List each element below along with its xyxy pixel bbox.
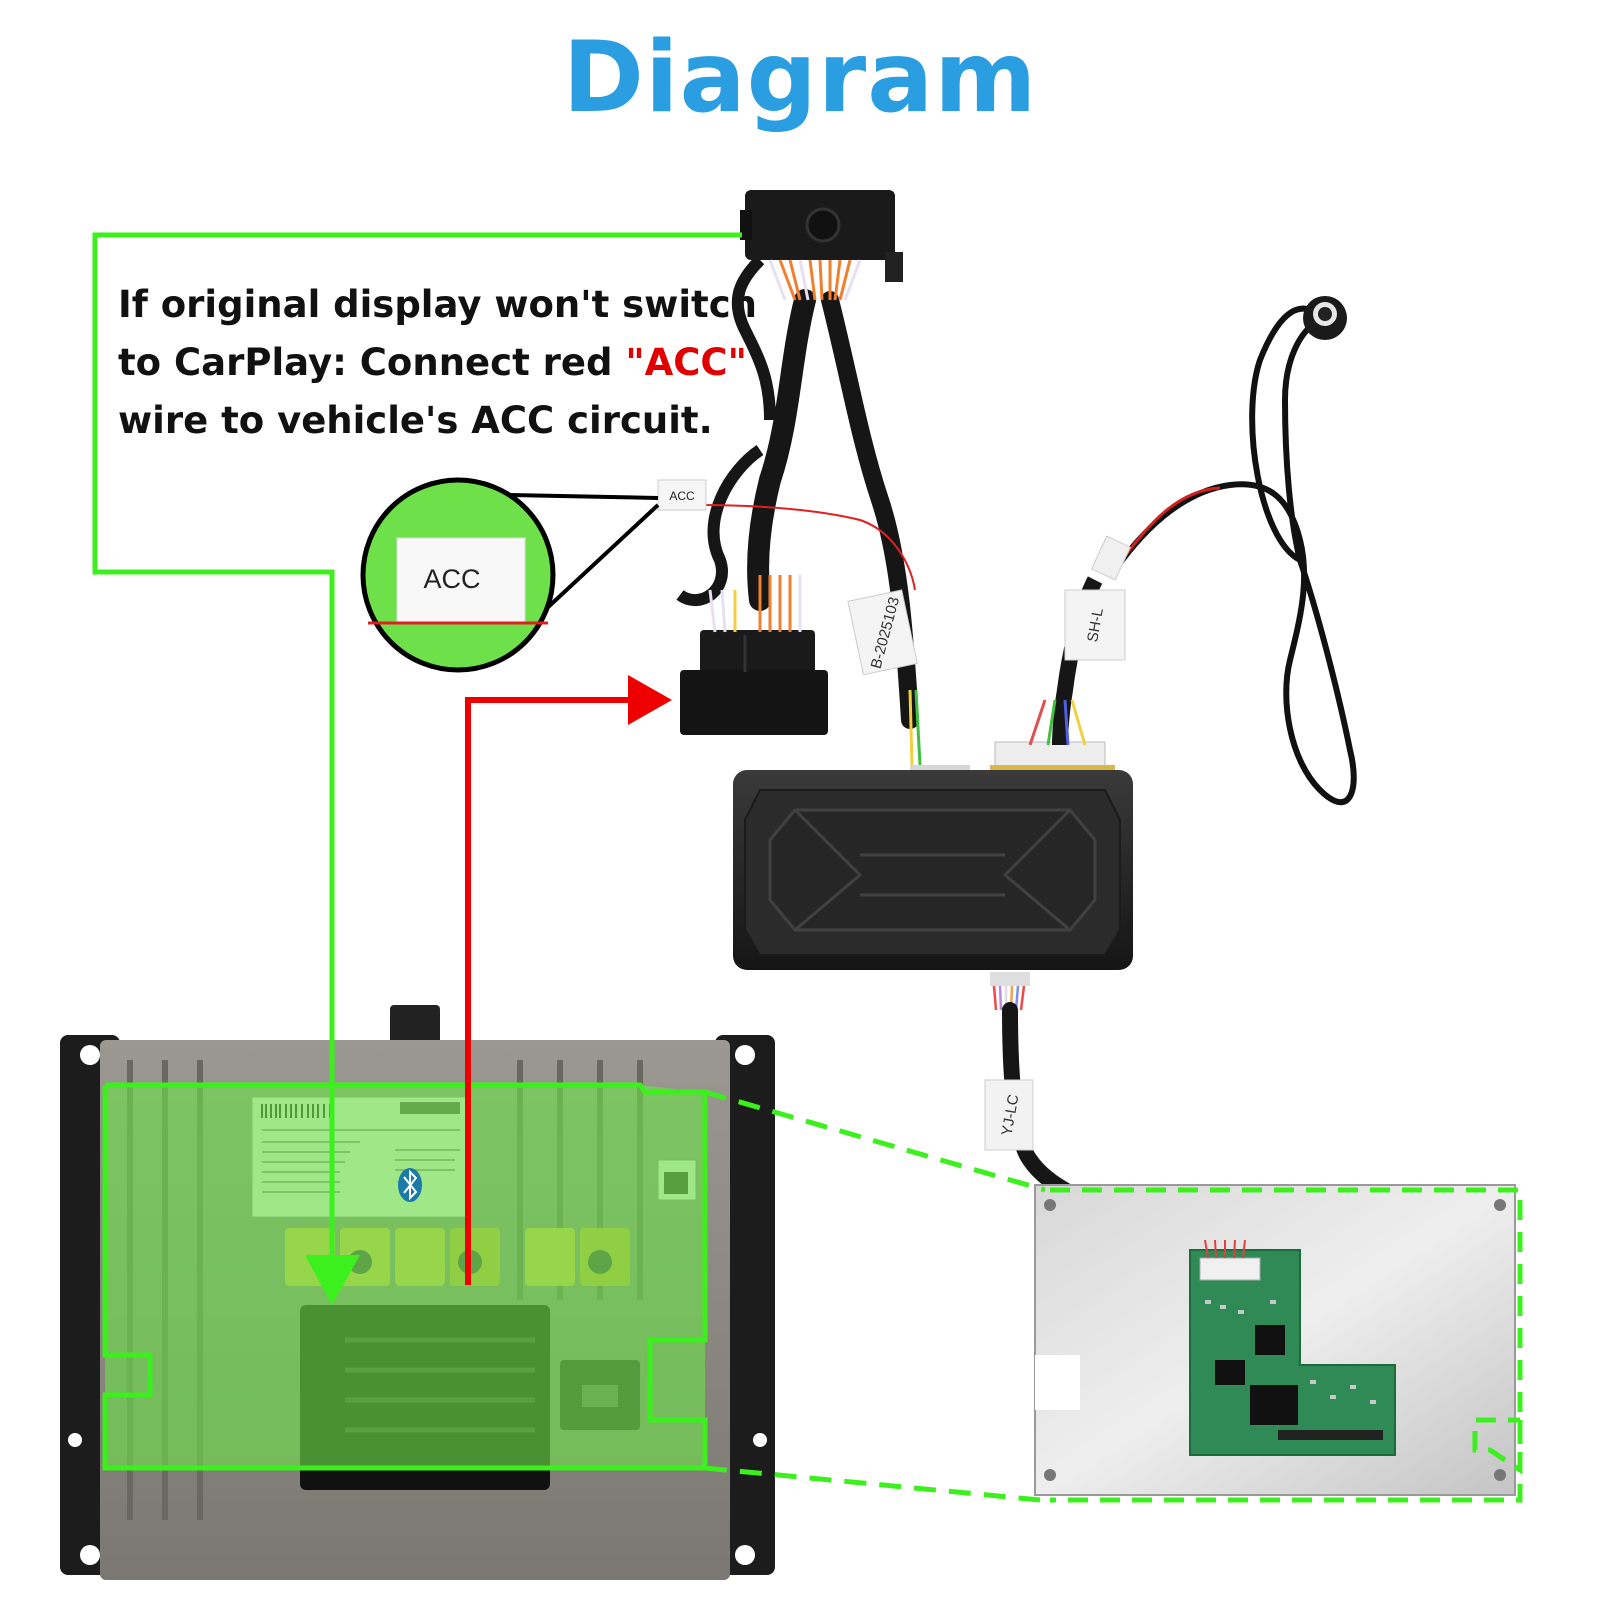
harness-sleeve-text-2: SH-L — [1084, 607, 1107, 644]
acc-zoom-text: ACC — [423, 564, 480, 594]
bluetooth-icon — [398, 1168, 422, 1202]
lcd-decoder-board — [1034, 1184, 1523, 1503]
acc-zoom-callout: ACC — [360, 477, 660, 673]
pcb-chip-2 — [1215, 1360, 1245, 1385]
note-line-2: to CarPlay: Connect red "ACC" — [118, 334, 758, 392]
pcb-connector — [1199, 1257, 1261, 1281]
zoom-line-bottom — [704, 1465, 1041, 1503]
harness-bottom-plug — [680, 670, 828, 735]
note-line-1: If original display won't switch — [118, 283, 758, 326]
harness-sleeve-label-1 — [847, 589, 918, 676]
radio-highlight-overlay — [105, 1085, 705, 1468]
lcd-highlight-outline — [1050, 1187, 1523, 1475]
head-unit-radio — [60, 1005, 775, 1580]
note-line-3: wire to vehicle's ACC circuit. — [118, 399, 713, 442]
note-line-2-prefix: to CarPlay: Connect red — [118, 341, 626, 384]
harness-sleeve-label-2 — [1064, 589, 1126, 661]
acc-instruction-note: If original display won't switch to CarP… — [118, 276, 758, 450]
acc-tag-small-text: ACC — [669, 489, 695, 503]
acc-tag-small — [657, 479, 707, 511]
pcb-chip-3 — [1250, 1385, 1298, 1425]
carplay-module-box — [733, 741, 1133, 1011]
radio-highlight-outline — [102, 1082, 708, 1471]
zoom-line-top — [704, 1089, 1046, 1193]
pcb-ribbon-connector — [1278, 1430, 1383, 1440]
output-sleeve-label — [984, 1079, 1034, 1151]
green-connection-line — [92, 232, 742, 1300]
harness-female-connector — [700, 630, 815, 675]
red-connection-line — [465, 697, 630, 1285]
green-arrowhead — [305, 1255, 360, 1305]
acc-red-wire — [699, 504, 916, 591]
wiring-harness: B-2025103 SH-L — [657, 190, 1126, 766]
red-arrowhead — [628, 675, 672, 725]
decoder-pcb — [1189, 1249, 1396, 1456]
external-button-cable — [1090, 296, 1357, 806]
diagram-title: Diagram — [562, 21, 1038, 135]
pcb-chip-1 — [1255, 1325, 1285, 1355]
acc-zoom-tag — [396, 537, 526, 623]
note-acc-highlight: "ACC" — [625, 341, 747, 384]
